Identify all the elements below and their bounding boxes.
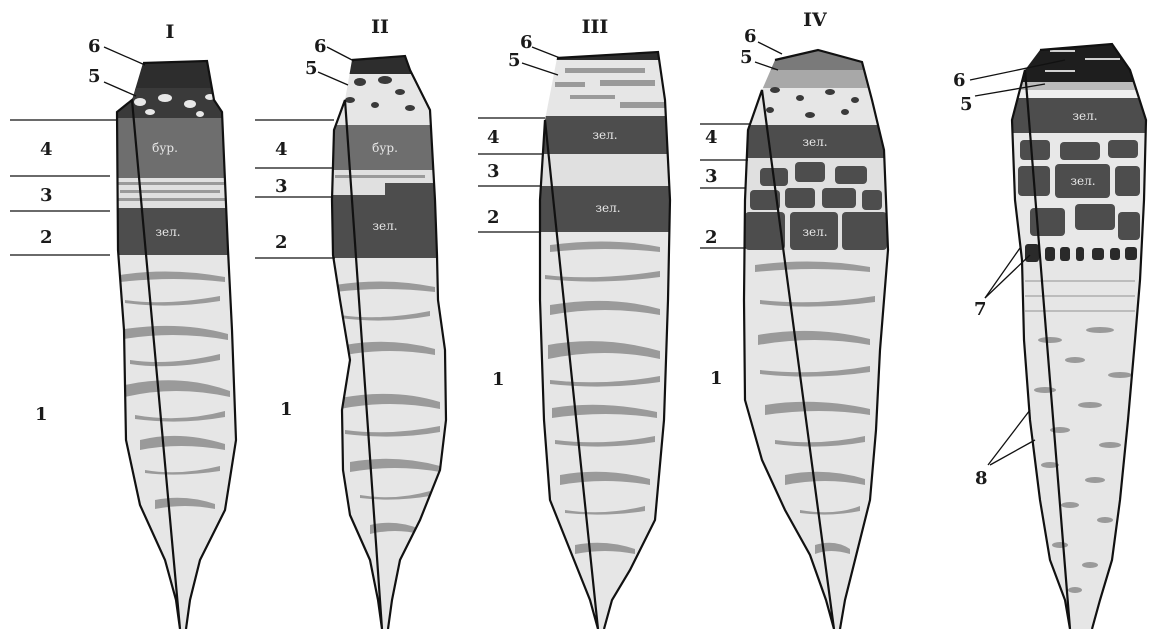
band-label-2: зел. xyxy=(802,225,827,239)
column-numeral: II xyxy=(371,16,389,38)
band-label-top: зел. xyxy=(1072,109,1097,123)
layer-number-5: 5 xyxy=(740,47,753,68)
layer-number-4: 4 xyxy=(275,139,288,160)
profile-column-V: зел. зел. xyxy=(1005,40,1155,629)
column-numeral: IV xyxy=(803,9,828,31)
layer-number-3: 3 xyxy=(40,185,53,206)
layer-number-7: 7 xyxy=(974,299,987,320)
column-numeral: I xyxy=(166,21,175,43)
layer-number-5: 5 xyxy=(305,58,318,79)
profile-column-II: бур. зел. II xyxy=(325,16,455,629)
layer-number-6: 6 xyxy=(744,26,757,47)
layer-number-5: 5 xyxy=(960,94,973,115)
layer-number-8: 8 xyxy=(975,468,988,489)
column-numeral: III xyxy=(582,16,609,38)
layer-number-5: 5 xyxy=(88,66,101,87)
layer-number-3: 3 xyxy=(705,166,718,187)
band-label-2: зел. xyxy=(155,225,180,239)
profile-column-I: бур. зел. I xyxy=(110,21,240,629)
profile-column-IV: зел. зел. IV xyxy=(740,9,895,629)
layer-number-6: 6 xyxy=(314,36,327,57)
layer-number-2: 2 xyxy=(705,227,718,248)
layer-number-2: 2 xyxy=(275,232,288,253)
band-label-4: бур. xyxy=(372,141,398,155)
band-label-4: бур. xyxy=(152,141,178,155)
layer-number-4: 4 xyxy=(705,127,718,148)
layer-number-1: 1 xyxy=(35,404,48,425)
layer-number-3: 3 xyxy=(487,161,500,182)
band-label-mid: зел. xyxy=(1070,174,1095,188)
layer-number-6: 6 xyxy=(953,70,966,91)
layer-number-1: 1 xyxy=(710,368,723,389)
layer-number-2: 2 xyxy=(487,207,500,228)
band-label-4: зел. xyxy=(592,128,617,142)
layer-number-3: 3 xyxy=(275,176,288,197)
layer-number-2: 2 xyxy=(40,227,53,248)
layer-number-6: 6 xyxy=(88,36,101,57)
layer-number-1: 1 xyxy=(280,399,293,420)
layer-number-4: 4 xyxy=(40,139,53,160)
layer-number-6: 6 xyxy=(520,32,533,53)
layer-number-4: 4 xyxy=(487,127,500,148)
layer-number-5: 5 xyxy=(508,50,521,71)
layer-number-1: 1 xyxy=(492,369,505,390)
band-label-4: зел. xyxy=(802,135,827,149)
band-label-2: зел. xyxy=(372,219,397,233)
profile-column-III: зел. зел. III xyxy=(535,16,675,629)
band-label-2: зел. xyxy=(595,201,620,215)
